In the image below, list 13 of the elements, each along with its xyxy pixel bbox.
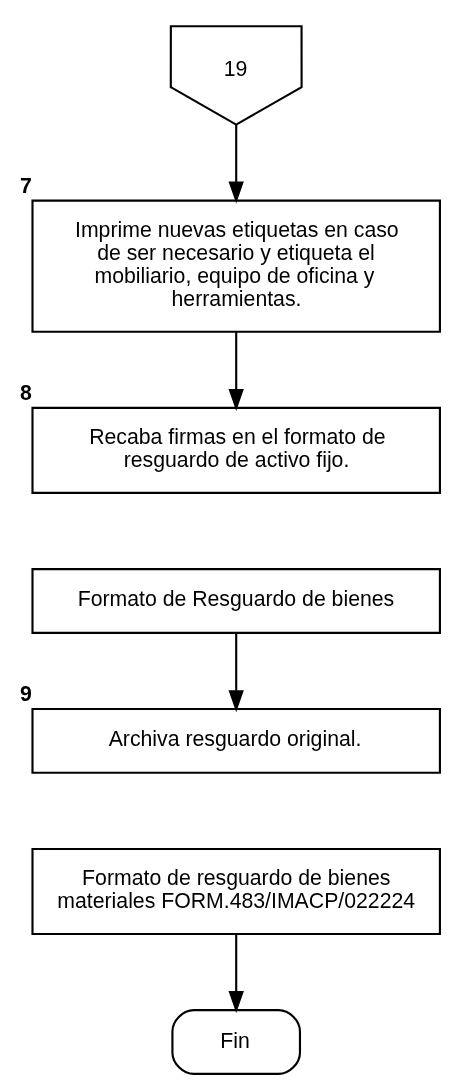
- node-box: Formato de resguardo de bienes materiales FORM.483/IMACP/022224: [30, 847, 441, 936]
- arrow: [228, 124, 244, 204]
- node-box: Formato de Resguardo de bienes: [30, 568, 441, 634]
- node-label: 8: [19, 381, 32, 406]
- node-box: Recaba firmas en el formato de resguardo de activo fijo.: [30, 406, 441, 494]
- arrow: [228, 934, 244, 1013]
- node-box: Imprime nuevas etiquetas en caso de ser necesario y etiqueta el mobiliario, equipo de oficina y herramientas.: [30, 199, 441, 333]
- node-box: Fin: [170, 1009, 301, 1075]
- arrow: [228, 633, 244, 713]
- node-box: Archiva resguardo original.: [30, 707, 441, 774]
- arrow: [228, 332, 244, 411]
- node-label: 7: [19, 173, 32, 198]
- node-label: 9: [19, 682, 32, 707]
